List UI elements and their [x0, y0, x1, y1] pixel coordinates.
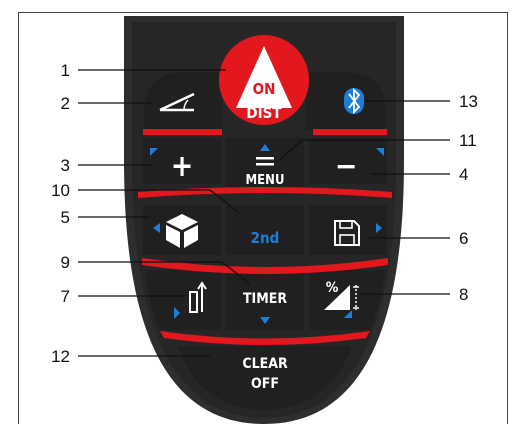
callout-13: 13	[459, 92, 478, 111]
on-label: ON	[253, 80, 276, 98]
red-bar-right	[313, 129, 387, 135]
area-button[interactable]	[144, 72, 222, 130]
save-button[interactable]	[309, 205, 387, 255]
percent-label: %	[326, 280, 339, 296]
timer-label: TIMER	[243, 291, 287, 307]
callout-3: 3	[61, 156, 70, 175]
on-dist-button[interactable]: ON DIST	[219, 35, 309, 125]
plus-label: +	[171, 149, 194, 184]
callout-9: 9	[61, 253, 70, 272]
callout-7: 7	[61, 287, 70, 306]
dist-label: DIST	[246, 104, 282, 122]
callout-2: 2	[61, 94, 70, 113]
callout-11: 11	[459, 131, 477, 150]
menu-label: MENU	[246, 173, 285, 188]
bluetooth-icon	[344, 88, 364, 114]
callout-4: 4	[459, 165, 468, 184]
callout-5: 5	[61, 208, 70, 227]
second-label: 2nd	[251, 229, 280, 247]
callout-10: 10	[51, 181, 70, 200]
off-label: OFF	[251, 376, 279, 392]
minus-label: −	[335, 149, 358, 184]
callout-6: 6	[459, 229, 468, 248]
callout-1: 1	[61, 61, 70, 80]
red-bar-left	[143, 129, 222, 135]
clear-label: CLEAR	[242, 356, 288, 372]
callout-12: 12	[51, 347, 70, 366]
callout-8: 8	[459, 285, 468, 304]
